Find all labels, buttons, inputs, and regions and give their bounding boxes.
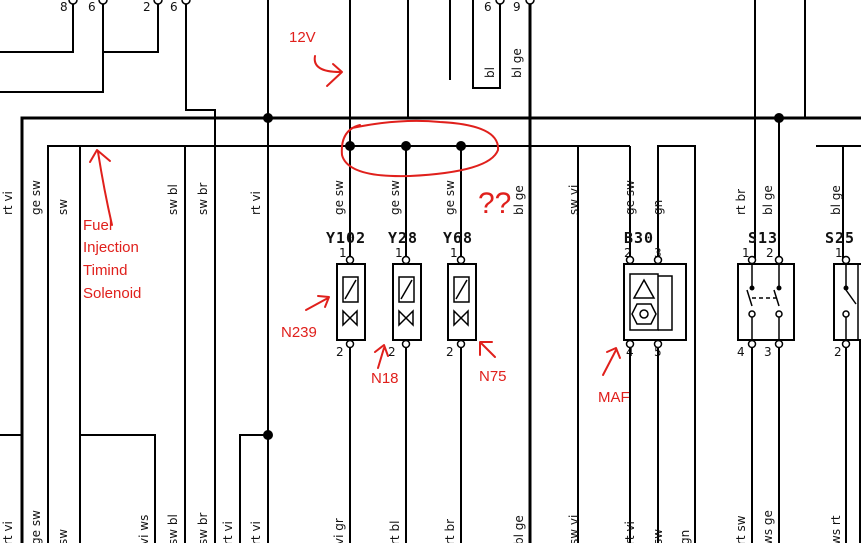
wire-label: ws rt: [829, 515, 843, 543]
wire-label: sw br: [196, 513, 210, 543]
wire-label: rt bl: [388, 521, 402, 543]
pin-label: 6: [88, 0, 96, 14]
svg-text:1: 1: [835, 246, 843, 260]
wire-label: ge sw: [29, 510, 43, 543]
solenoid-y28: 1 2: [388, 246, 422, 543]
wire-label: sw: [56, 199, 70, 215]
wire-label: rt br: [734, 189, 748, 215]
arrow-maf: [602, 347, 621, 376]
annotation-12v: 12V: [289, 29, 316, 46]
wire-label: bl: [483, 67, 497, 78]
annotation-maf: MAF: [598, 389, 630, 406]
wire-label: rt sw: [734, 515, 748, 543]
switch-s13: 1 2 4 3: [737, 246, 795, 543]
annotation-fuel-3: Timind: [83, 262, 127, 279]
svg-text:1: 1: [395, 246, 403, 260]
upper-wiring: [0, 0, 806, 543]
component-id: Y102: [326, 229, 366, 247]
svg-text:4: 4: [737, 345, 745, 359]
wire-label: vi ws: [137, 515, 151, 543]
bus-lines: [20, 113, 861, 543]
arrow-fuel: [89, 149, 113, 226]
wire-label: gn: [678, 530, 692, 543]
component-id: Y28: [388, 229, 418, 247]
svg-text:2: 2: [388, 345, 396, 359]
wire-label: rt vi: [249, 191, 263, 215]
wire-label: sw bl: [166, 514, 180, 543]
top-connector-left: 8 6 2 6 6 9: [60, 0, 535, 14]
annotation-n75: N75: [479, 368, 507, 385]
arrow-n75: [479, 341, 496, 358]
svg-text:1: 1: [450, 246, 458, 260]
svg-text:2: 2: [336, 345, 344, 359]
switch-s25: 1 2: [833, 246, 861, 543]
arrow-n239: [305, 295, 330, 311]
wire-label: vi gr: [332, 518, 346, 543]
wire-label: sw bl: [166, 184, 180, 215]
solenoid-y68: 1 2: [446, 246, 477, 543]
pin-label: 9: [513, 0, 521, 14]
wire-label: sw: [651, 529, 665, 543]
component-id: Y68: [443, 229, 473, 247]
annotation-n239: N239: [281, 324, 317, 341]
wire-label: ge sw: [443, 180, 457, 215]
annotation-n18: N18: [371, 370, 399, 387]
arrow-n18: [374, 344, 389, 369]
lower-wire-labels: rt vi ge sw sw vi ws sw bl sw br rt vi r…: [1, 510, 843, 543]
pin-label: 8: [60, 0, 68, 14]
annotation-fuel-2: Injection: [83, 239, 139, 256]
wire-label: rt br: [443, 519, 457, 543]
wire-label: sw: [56, 529, 70, 543]
wire-label: bl ge: [761, 185, 775, 215]
highlight-ellipse: [340, 119, 500, 178]
annotation-question: ??: [478, 187, 511, 220]
wire-label: sw vi: [567, 515, 581, 543]
pin-label: 6: [484, 0, 492, 14]
wire-label: rt vi: [249, 521, 263, 543]
svg-text:3: 3: [764, 345, 772, 359]
upper-wire-labels: rt vi ge sw sw sw bl sw br rt vi ge sw g…: [1, 48, 843, 215]
wire-label: ge sw: [388, 180, 402, 215]
svg-text:3: 3: [654, 246, 662, 260]
component-id: S25: [825, 229, 855, 247]
wire-label: ge sw: [332, 180, 346, 215]
wire-label: gn: [651, 200, 665, 215]
lower-wiring: [0, 146, 861, 543]
annotation-fuel-1: Fuel: [83, 217, 112, 234]
wire-label: sw br: [196, 183, 210, 215]
wire-label: bl ge: [512, 185, 526, 215]
arrow-12v: [313, 55, 343, 87]
red-annotation-text: 12V Fuel Injection Timind Solenoid N239 …: [83, 29, 630, 406]
wire-label: ge sw: [623, 180, 637, 215]
component-labels: Y102 Y28 Y68 B30 S13 S25: [326, 229, 855, 247]
wire-label: bl ge: [829, 185, 843, 215]
wire-label: rt vi: [221, 521, 235, 543]
solenoid-y102: 1 2: [336, 246, 366, 543]
pin-label: 2: [143, 0, 151, 14]
wire-label: rt vi: [623, 521, 637, 543]
svg-text:1: 1: [742, 246, 750, 260]
wire-label: rt vi: [1, 521, 15, 543]
component-id: B30: [624, 229, 654, 247]
wire-label: rt vi: [1, 191, 15, 215]
wire-label: bl ge: [512, 515, 526, 543]
red-annotations: [89, 55, 621, 376]
wire-label: bl ge: [510, 48, 524, 78]
svg-text:2: 2: [624, 246, 632, 260]
wire-label: ws ge: [761, 510, 775, 543]
maf-sensor-b30: 2 3 4 5: [623, 246, 687, 543]
wire-label: ge sw: [29, 180, 43, 215]
svg-text:2: 2: [766, 246, 774, 260]
pin-label: 6: [170, 0, 178, 14]
svg-text:2: 2: [834, 345, 842, 359]
svg-text:1: 1: [339, 246, 347, 260]
svg-text:2: 2: [446, 345, 454, 359]
annotation-fuel-4: Solenoid: [83, 285, 141, 302]
component-id: S13: [748, 229, 778, 247]
